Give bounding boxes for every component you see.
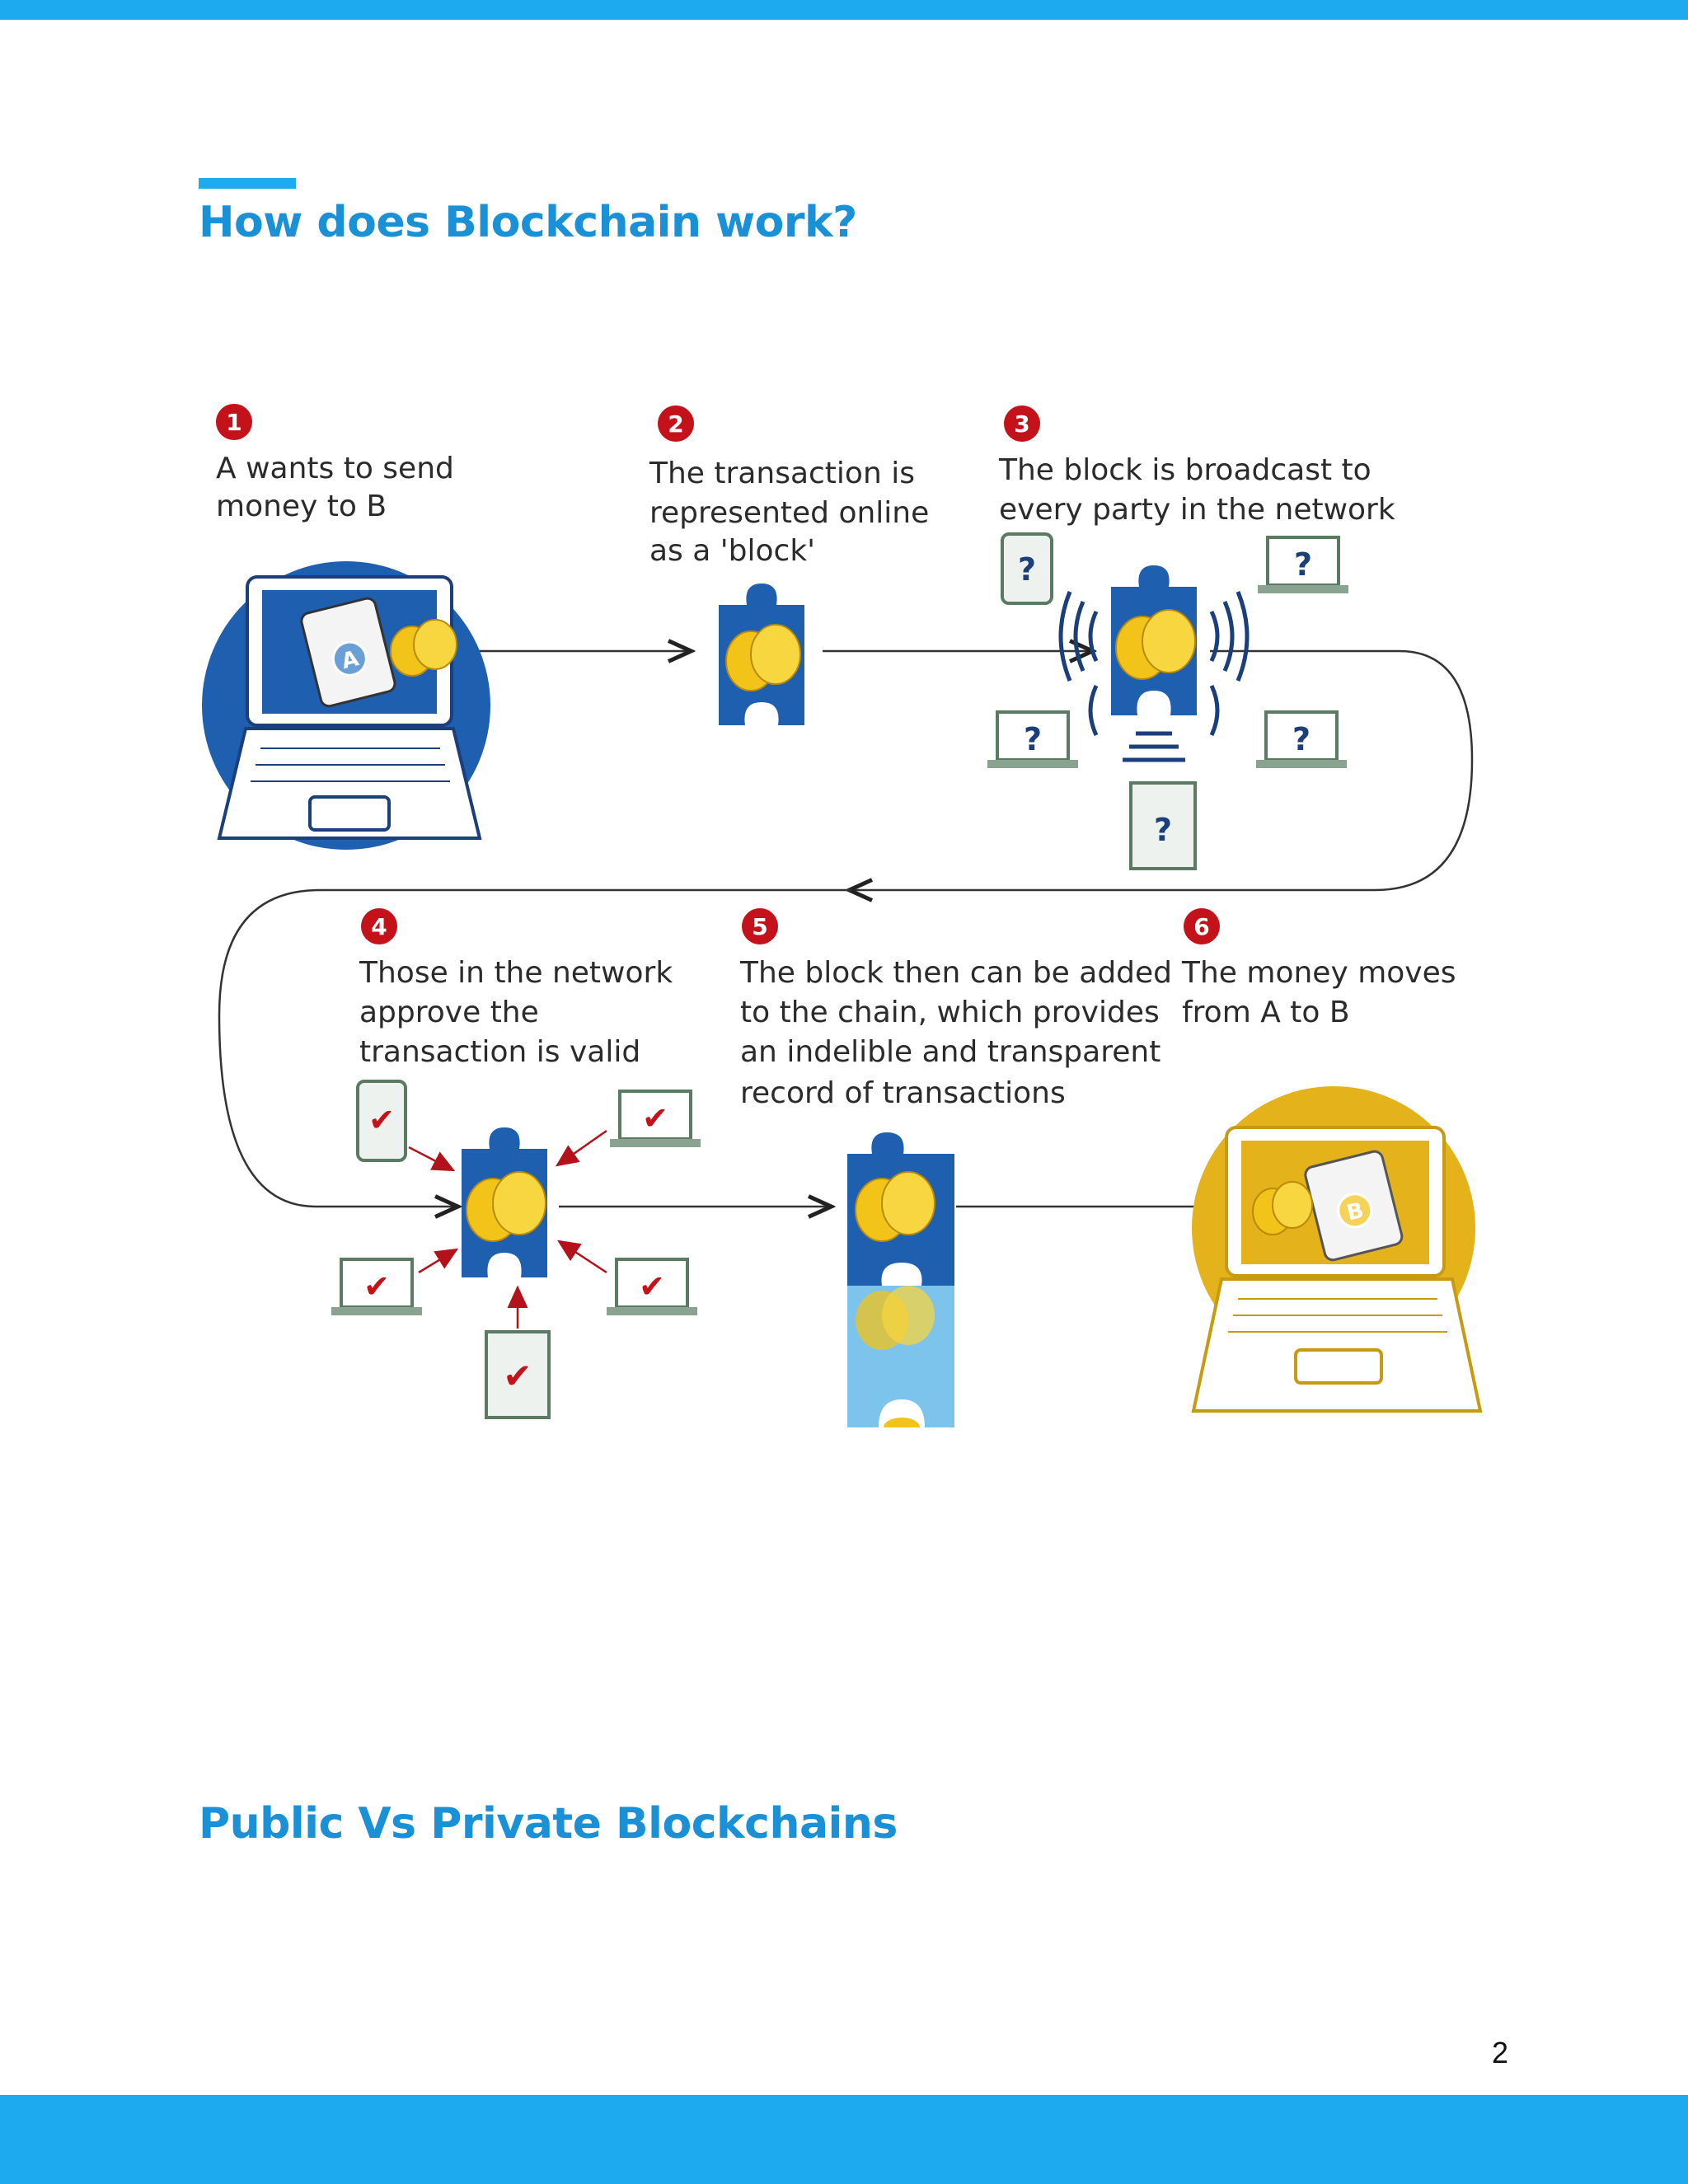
svg-text:Those in the network: Those in the network [359, 956, 673, 990]
approved-laptop-icon: ✔ [607, 1258, 697, 1315]
svg-text:an indelible and transparent: an indelible and transparent [740, 1035, 1160, 1069]
svg-text:5: 5 [752, 913, 767, 940]
step-5-caption: 5 The block then can be added to the cha… [739, 908, 1172, 1110]
coin-icon [1252, 1181, 1313, 1235]
pending-laptop-icon: ? [1256, 710, 1347, 768]
approved-phone-icon: ✔ [356, 1080, 407, 1162]
svg-text:The block is broadcast to: The block is broadcast to [998, 453, 1372, 487]
svg-text:record of transactions: record of transactions [740, 1076, 1066, 1110]
step-1-sender-laptop: A [202, 561, 490, 850]
step-6-receiver-laptop: B [1191, 1086, 1483, 1413]
step-1-caption: 1 A wants to send money to B [216, 404, 454, 523]
step-captions: 1 A wants to send money to B 2 The trans… [216, 404, 1456, 1110]
step-4-approval-network: ✔ ✔ ✔ ✔ ✔ [331, 1080, 701, 1419]
svg-text:A wants to send: A wants to send [216, 452, 454, 485]
svg-text:✔: ✔ [368, 1102, 395, 1138]
wallet-b-icon: B [1304, 1150, 1404, 1262]
heading-accent-rule [199, 178, 296, 189]
svg-text:?: ? [1294, 546, 1312, 583]
svg-text:approve the: approve the [359, 996, 539, 1029]
step-3-caption: 3 The block is broadcast to every party … [998, 405, 1395, 527]
svg-text:The money moves: The money moves [1181, 956, 1456, 990]
svg-text:✔: ✔ [363, 1268, 390, 1305]
svg-text:3: 3 [1014, 410, 1029, 438]
approved-laptop-icon: ✔ [331, 1258, 422, 1315]
svg-text:The block then can be added: The block then can be added [739, 956, 1172, 990]
pending-tablet-icon: ? [1129, 781, 1197, 870]
pending-laptop-icon: ? [1258, 536, 1348, 593]
svg-text:The transaction is: The transaction is [649, 457, 915, 490]
svg-text:1: 1 [226, 409, 241, 436]
approved-tablet-icon: ✔ [485, 1330, 551, 1419]
top-accent-bar [0, 0, 1688, 20]
pending-phone-icon: ? [1001, 532, 1053, 605]
step-2-block-icon [719, 583, 804, 725]
svg-text:?: ? [1154, 812, 1172, 848]
svg-text:money to B: money to B [216, 490, 387, 523]
svg-text:every party in the network: every party in the network [999, 493, 1395, 527]
step-5-block-chain [847, 1132, 954, 1427]
svg-text:to the chain, which provides: to the chain, which provides [740, 996, 1160, 1029]
svg-text:✔: ✔ [642, 1100, 668, 1137]
svg-text:6: 6 [1193, 913, 1209, 940]
flow-lines [218, 651, 1474, 1207]
approved-laptop-icon: ✔ [610, 1090, 701, 1147]
svg-text:represented online: represented online [649, 496, 929, 530]
svg-text:as a 'block': as a 'block' [649, 534, 815, 568]
step-4-caption: 4 Those in the network approve the trans… [359, 908, 673, 1069]
svg-text:2: 2 [668, 410, 683, 438]
page-number: 2 [1491, 2036, 1508, 2069]
coin-icon [390, 619, 457, 677]
wallet-a-icon: A [300, 597, 396, 708]
svg-text:?: ? [1292, 721, 1311, 757]
bottom-accent-bar [0, 2095, 1688, 2184]
step-6-caption: 6 The money moves from A to B [1181, 908, 1456, 1029]
section-heading-how-blockchain-works: How does Blockchain work? [199, 198, 857, 247]
step-2-caption: 2 The transaction is represented online … [649, 405, 929, 568]
section-heading-public-vs-private: Public Vs Private Blockchains [199, 1799, 898, 1849]
svg-text:from A to B: from A to B [1182, 996, 1350, 1029]
step-3-broadcast-network: ? ? ? ? ? [987, 532, 1348, 870]
svg-text:?: ? [1018, 551, 1036, 588]
svg-text:transaction is valid: transaction is valid [359, 1035, 640, 1069]
pending-laptop-icon: ? [987, 710, 1078, 768]
svg-text:?: ? [1024, 721, 1042, 757]
blockchain-process-diagram: A ? [196, 389, 1492, 1427]
svg-text:4: 4 [371, 913, 387, 940]
svg-text:✔: ✔ [639, 1268, 665, 1305]
svg-text:✔: ✔ [503, 1356, 532, 1396]
